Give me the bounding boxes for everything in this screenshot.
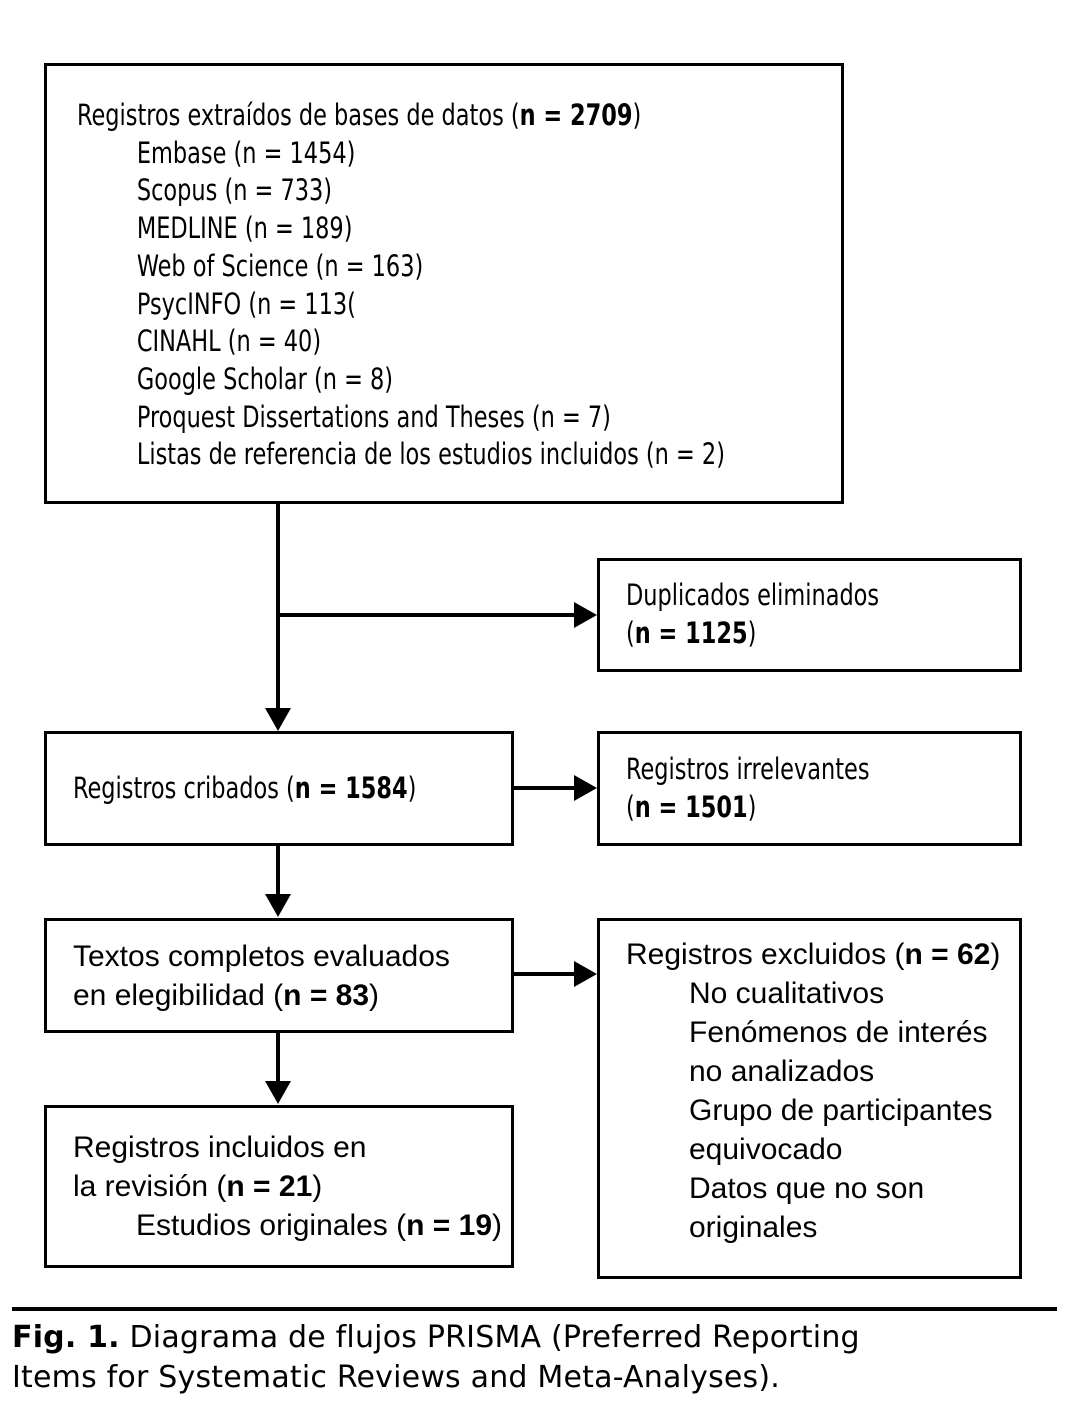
source-item: Proquest Dissertations and Theses (n = 7… bbox=[136, 399, 611, 434]
exclusion-reason: Grupo de participantes bbox=[689, 1094, 993, 1127]
duplicates-count-value: n = 1125 bbox=[634, 616, 748, 650]
excluded-header: Registros excluidos (n = 62) bbox=[626, 935, 1019, 974]
irrelevant-count-prefix: ( bbox=[626, 789, 635, 824]
source-item: Google Scholar (n = 8) bbox=[136, 361, 394, 396]
source-item: CINAHL (n = 40) bbox=[136, 324, 322, 359]
connector-screened-to-fulltext bbox=[276, 846, 280, 896]
included-line3-prefix: Estudios originales ( bbox=[136, 1209, 407, 1242]
arrowhead-to-fulltext bbox=[265, 894, 291, 917]
box-fulltext-assessed: Textos completos evaluados en elegibilid… bbox=[44, 918, 514, 1033]
box-records-identified: Registros extraídos de bases de datos (n… bbox=[44, 63, 844, 504]
included-line2-prefix: la revisión ( bbox=[73, 1170, 227, 1203]
box-records-screened: Registros cribados (n = 1584) bbox=[44, 731, 514, 846]
records-identified-header-suffix: ) bbox=[632, 98, 642, 133]
exclusion-reason: Datos que no son bbox=[689, 1172, 925, 1205]
box-duplicates-removed: Duplicados eliminados (n = 1125) bbox=[597, 558, 1022, 672]
exclusion-reason: originales bbox=[689, 1211, 818, 1244]
irrelevant-count: (n = 1501) bbox=[626, 789, 964, 827]
source-item: Listas de referencia de los estudios inc… bbox=[136, 437, 725, 472]
screened-label: Registros cribados (n = 1584) bbox=[73, 770, 450, 808]
duplicates-count-suffix: ) bbox=[747, 616, 757, 650]
connector-fulltext-to-excluded bbox=[513, 972, 574, 976]
box-records-excluded: Registros excluidos (n = 62) No cualitat… bbox=[597, 918, 1022, 1279]
figure-caption: Fig. 1. Diagrama de flujos PRISMA (Prefe… bbox=[12, 1318, 1062, 1398]
irrelevant-count-suffix: ) bbox=[747, 789, 757, 824]
connector-identified-trunk bbox=[276, 504, 280, 714]
records-identified-header-prefix: Registros extraídos de bases de datos ( bbox=[77, 98, 520, 133]
exclusion-reason: equivocado bbox=[689, 1133, 843, 1166]
records-identified-count: n = 2709 bbox=[519, 98, 633, 133]
duplicates-label: Duplicados eliminados bbox=[626, 578, 880, 613]
screened-label-prefix: Registros cribados ( bbox=[73, 770, 295, 805]
exclusion-reason: Fenómenos de interés bbox=[689, 1016, 988, 1049]
fulltext-count: n = 83 bbox=[283, 978, 370, 1012]
included-line3: Estudios originales (n = 19) bbox=[73, 1206, 511, 1245]
box-records-irrelevant: Registros irrelevantes (n = 1501) bbox=[597, 731, 1022, 846]
arrowhead-to-screened bbox=[265, 708, 291, 731]
duplicates-count-prefix: ( bbox=[626, 616, 635, 650]
records-identified-header: Registros extraídos de bases de datos (n… bbox=[77, 97, 720, 135]
duplicates-count: (n = 1125) bbox=[626, 615, 964, 653]
excluded-header-prefix: Registros excluidos ( bbox=[626, 938, 905, 971]
included-count: n = 21 bbox=[226, 1170, 313, 1203]
included-line1: Registros incluidos en bbox=[73, 1131, 367, 1164]
source-item: PsycINFO (n = 113( bbox=[136, 286, 356, 321]
included-line2-suffix: ) bbox=[312, 1170, 323, 1203]
excluded-count: n = 62 bbox=[904, 938, 991, 971]
arrowhead-to-irrelevant bbox=[574, 775, 597, 801]
connector-fulltext-to-included bbox=[276, 1033, 280, 1083]
source-item: Web of Science (n = 163) bbox=[136, 248, 424, 283]
connector-trunk-to-duplicates bbox=[276, 613, 574, 617]
figure-caption-line2: Items for Systematic Reviews and Meta-An… bbox=[12, 1359, 781, 1395]
figure-caption-label: Fig. 1. bbox=[12, 1320, 120, 1355]
fulltext-line2-prefix: en elegibilidad ( bbox=[73, 978, 284, 1012]
figure-caption-line1: Diagrama de flujos PRISMA (Preferred Rep… bbox=[119, 1320, 860, 1355]
fulltext-line2-suffix: ) bbox=[369, 978, 380, 1012]
irrelevant-count-value: n = 1501 bbox=[634, 789, 748, 824]
fulltext-line1: Textos completos evaluados bbox=[73, 939, 450, 973]
fulltext-line2: en elegibilidad (n = 83) bbox=[73, 976, 511, 1015]
connector-screened-to-irrelevant bbox=[513, 786, 574, 790]
irrelevant-label: Registros irrelevantes bbox=[626, 751, 870, 786]
arrowhead-to-excluded bbox=[574, 961, 597, 987]
arrowhead-to-included bbox=[265, 1081, 291, 1104]
original-studies-count: n = 19 bbox=[406, 1209, 493, 1242]
source-item: Scopus (n = 733) bbox=[136, 173, 333, 208]
arrowhead-to-duplicates bbox=[574, 602, 597, 628]
exclusion-reason: No cualitativos bbox=[689, 977, 885, 1010]
box-records-included: Registros incluidos en la revisión (n = … bbox=[44, 1105, 514, 1268]
screened-count: n = 1584 bbox=[294, 770, 408, 805]
caption-divider bbox=[12, 1307, 1057, 1311]
screened-label-suffix: ) bbox=[407, 770, 417, 805]
included-line3-suffix: ) bbox=[492, 1209, 503, 1242]
included-line2: la revisión (n = 21) bbox=[73, 1167, 511, 1206]
source-item: MEDLINE (n = 189) bbox=[136, 211, 353, 246]
excluded-header-suffix: ) bbox=[990, 938, 1001, 971]
source-item: Embase (n = 1454) bbox=[136, 135, 356, 170]
exclusion-reason: no analizados bbox=[689, 1055, 875, 1088]
